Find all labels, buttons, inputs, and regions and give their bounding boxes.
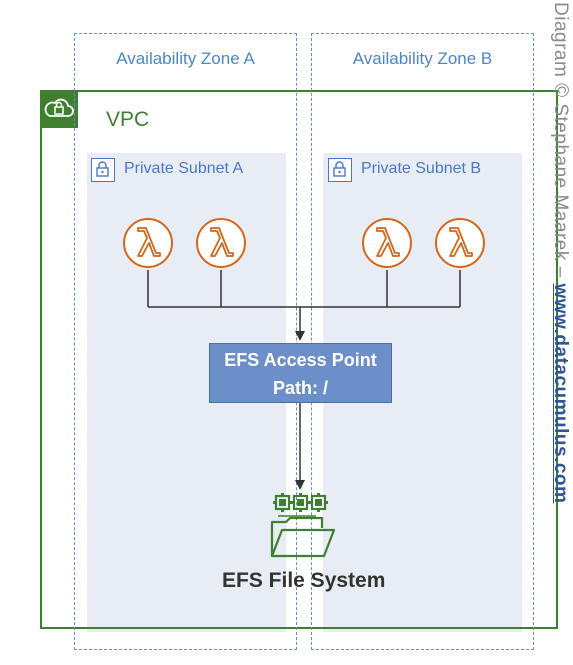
- efs-folder-icon: [270, 493, 336, 558]
- watermark-text: Diagram © Stephane Maarek: [550, 2, 571, 261]
- lambda-icon: [123, 218, 173, 268]
- availability-zone-b-label: Availability Zone B: [352, 49, 493, 68]
- vpc-box: [40, 90, 558, 629]
- watermark: Diagram © Stephane Maarek – www.datacumu…: [550, 2, 571, 504]
- availability-zone-a-label: Availability Zone A: [116, 49, 255, 68]
- lock-icon: [328, 158, 352, 182]
- private-subnet-b-label: Private Subnet B: [361, 160, 482, 177]
- efs-access-point-title: EFS Access Point: [224, 350, 377, 370]
- availability-zone-a: Availability Zone A: [74, 33, 297, 650]
- lock-icon: [91, 158, 115, 182]
- efs-file-system-label: EFS File System: [222, 569, 386, 592]
- cloud-lock-icon: [40, 90, 78, 128]
- efs-access-point-box: EFS Access Point Path: /: [209, 343, 392, 403]
- efs-access-point-path: Path: /: [272, 378, 328, 398]
- availability-zone-b: Availability Zone B: [311, 33, 534, 650]
- lambda-icon: [435, 218, 485, 268]
- lambda-icon: [196, 218, 246, 268]
- vpc-label: VPC: [106, 108, 150, 131]
- lambda-icon: [362, 218, 412, 268]
- private-subnet-a-label: Private Subnet A: [124, 160, 244, 177]
- watermark-link[interactable]: www.datacumulus.com: [550, 283, 571, 504]
